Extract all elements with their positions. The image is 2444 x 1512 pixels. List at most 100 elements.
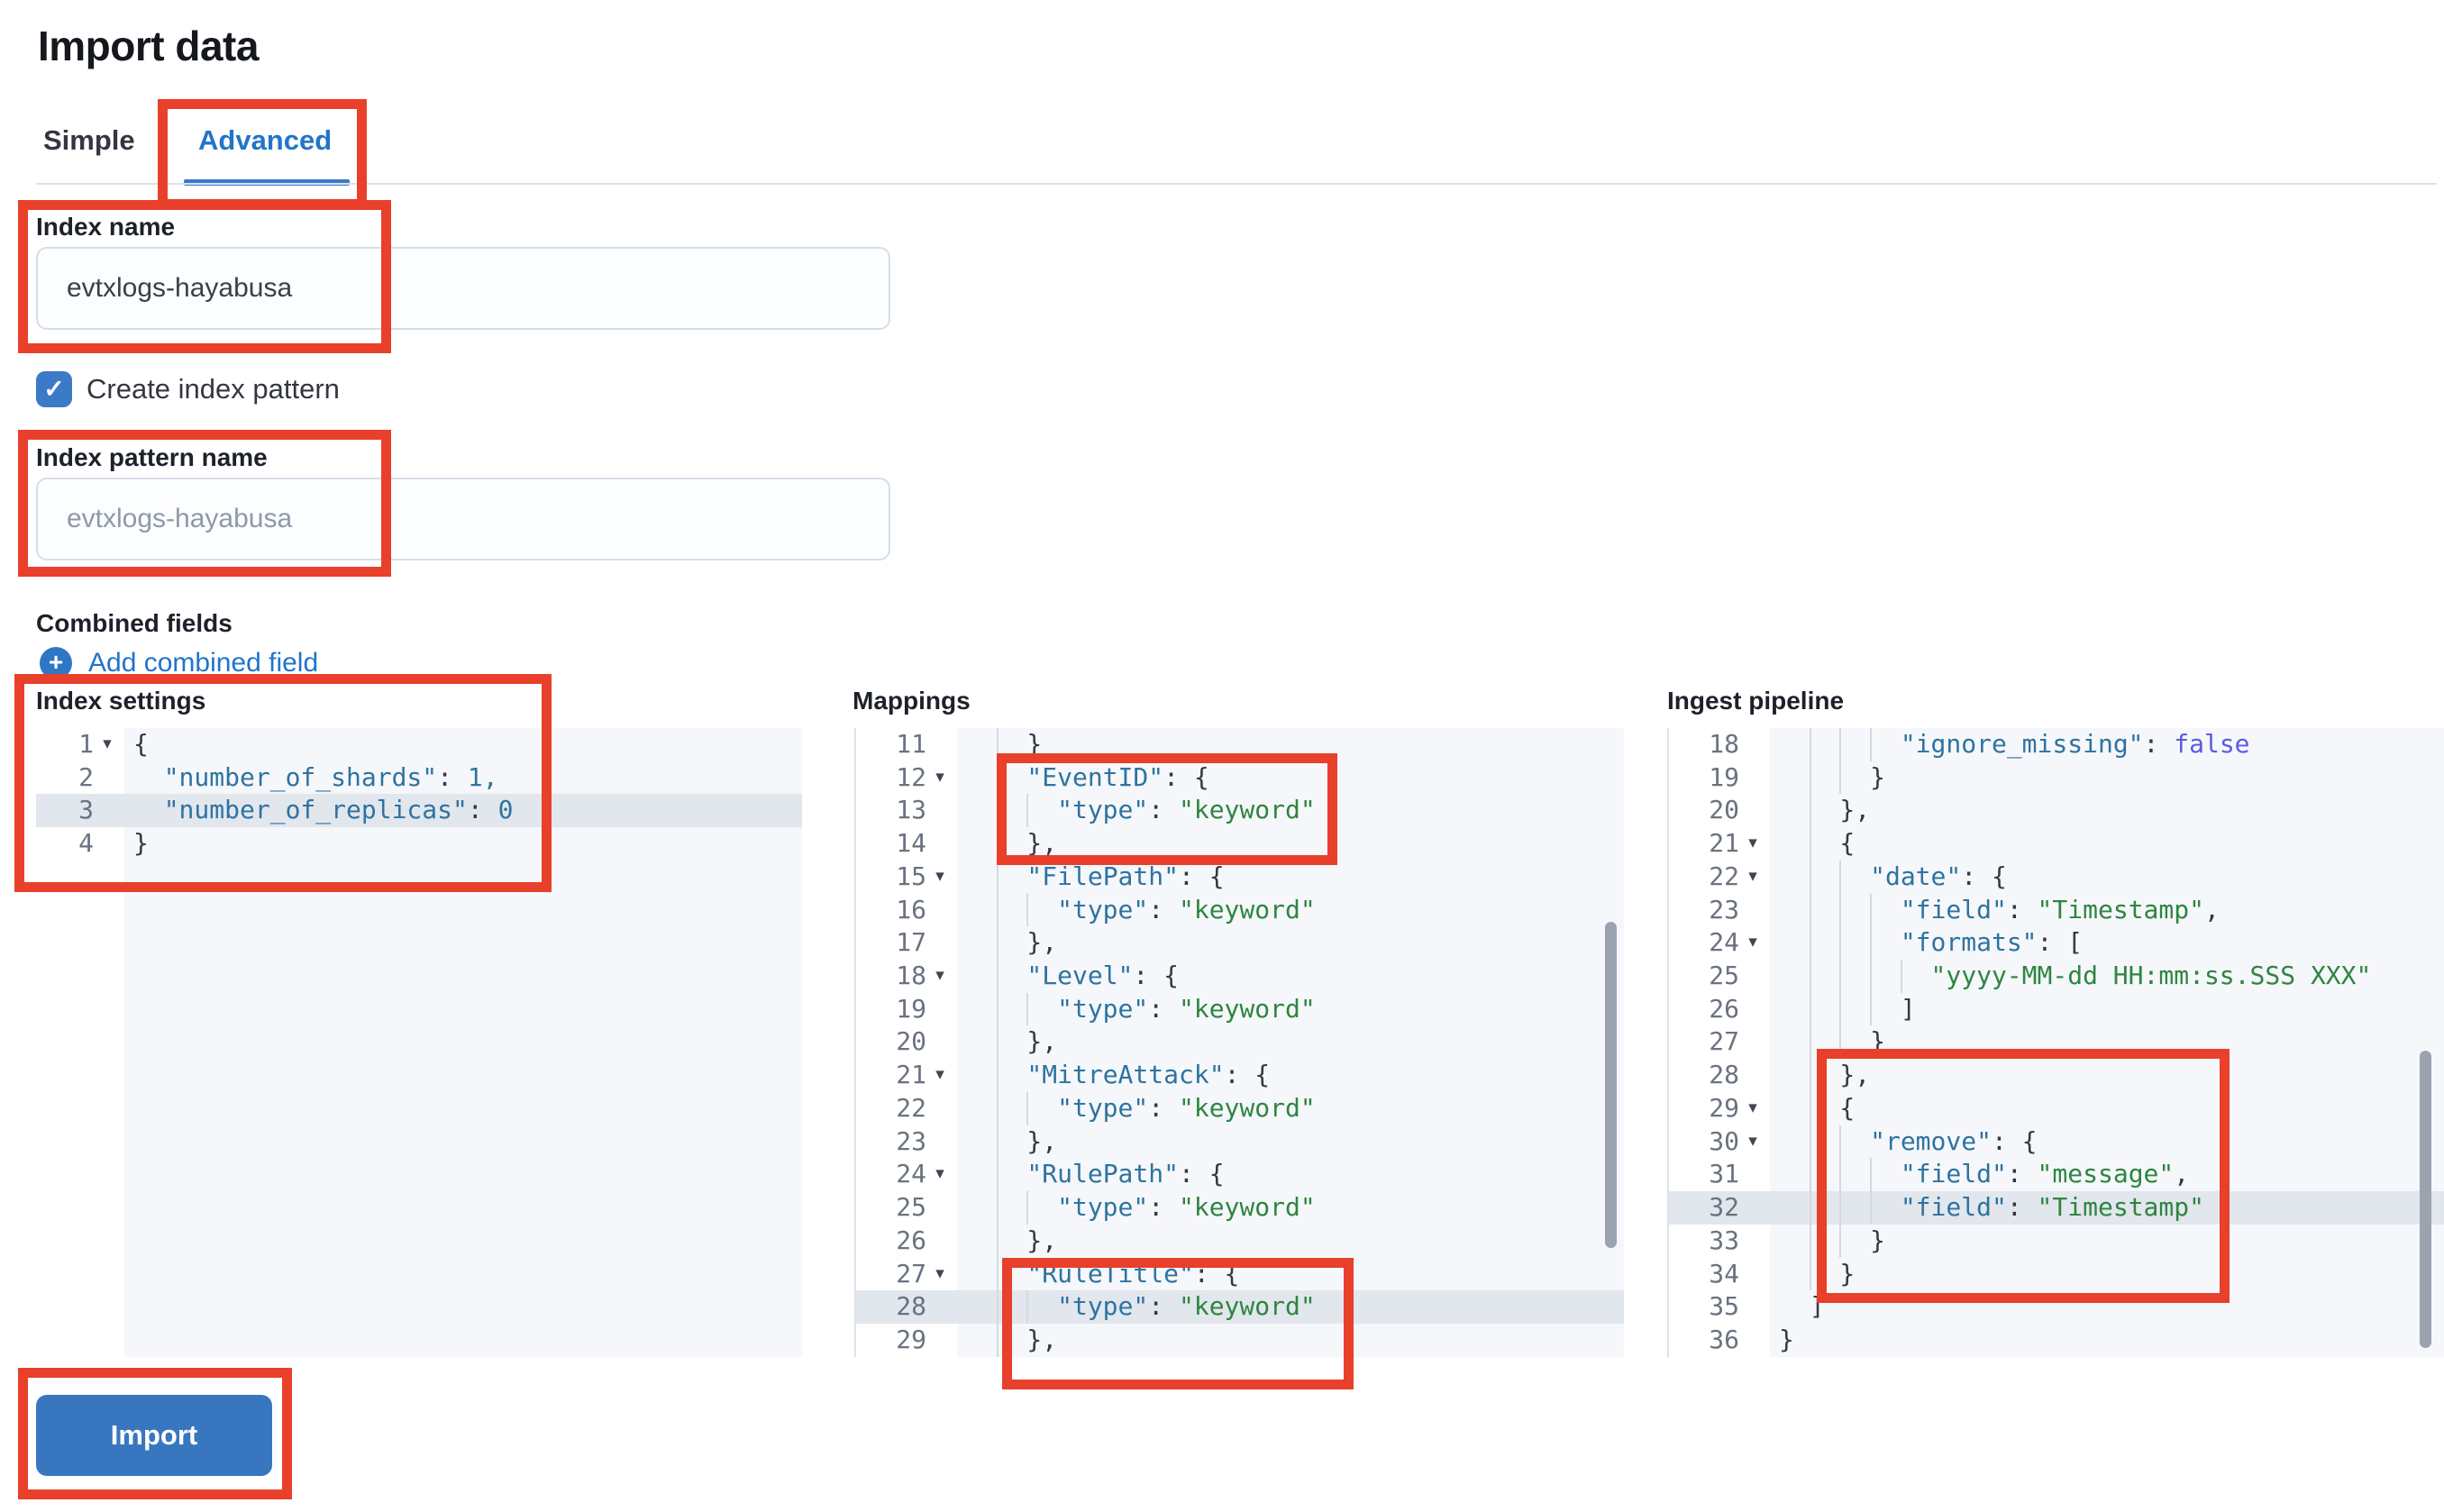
- editor-gutter: [1669, 728, 1770, 1357]
- line-number: 15: [896, 861, 926, 891]
- add-combined-field-link[interactable]: + Add combined field: [40, 647, 318, 679]
- index-pattern-name-label: Index pattern name: [36, 443, 268, 471]
- fold-arrow-slot: [94, 794, 121, 827]
- token: "number_of_shards": [163, 761, 438, 792]
- line-number: 25: [896, 1192, 926, 1223]
- line-number: 3: [78, 795, 94, 825]
- code-text: }: [1766, 1257, 2444, 1291]
- indent-guide: [1870, 1158, 1901, 1192]
- code-text: },: [953, 1125, 1624, 1159]
- token: "Level": [1026, 961, 1134, 991]
- index-settings-editor[interactable]: 1▾{2"number_of_shards": 1,3"number_of_re…: [36, 728, 802, 1357]
- ingest-pipeline-scrollbar[interactable]: [2420, 1051, 2431, 1348]
- token: ,: [2203, 894, 2220, 925]
- fold-arrow-slot: [926, 894, 953, 927]
- indent-guide: [1870, 926, 1901, 961]
- token: "field": [1900, 894, 2007, 925]
- fold-arrow-icon[interactable]: ▾: [935, 1065, 944, 1085]
- fold-arrow-icon[interactable]: ▾: [935, 866, 944, 886]
- indent-space: [1779, 861, 1810, 894]
- indent-guide: [996, 827, 1027, 861]
- fold-arrow-icon[interactable]: ▾: [1748, 933, 1757, 952]
- editor-code-area: [124, 728, 802, 1357]
- token: :: [1148, 1092, 1179, 1123]
- token: }: [133, 828, 149, 859]
- indent-guide: [1809, 1191, 1840, 1225]
- code-text: }: [1766, 761, 2444, 795]
- code-text: "type": "keyword": [953, 794, 1624, 828]
- indent-guide: [1026, 1091, 1057, 1125]
- code-text: }: [1766, 1324, 2444, 1357]
- line-number: 24: [896, 1159, 926, 1189]
- code-text: ]: [1766, 992, 2444, 1026]
- indent-guide: [996, 1125, 1027, 1159]
- code-line: 34}: [1669, 1257, 2444, 1291]
- indent-guide: [996, 1158, 1027, 1192]
- index-name-input[interactable]: [36, 247, 890, 330]
- token: "keyword": [1178, 993, 1316, 1024]
- fold-arrow-slot: [926, 1125, 953, 1159]
- token: :: [1148, 894, 1179, 925]
- fold-arrow-icon[interactable]: ▾: [1748, 1098, 1757, 1117]
- fold-arrow-icon[interactable]: ▾: [935, 1263, 944, 1283]
- indent-guide: [996, 1323, 1027, 1357]
- index-pattern-name-input[interactable]: [36, 478, 890, 560]
- code-line: 28},: [1669, 1059, 2444, 1092]
- indent-guide: [1839, 992, 1870, 1026]
- fold-arrow-slot: [1739, 1158, 1766, 1191]
- fold-arrow-slot: [1739, 1324, 1766, 1357]
- token: "field": [1900, 1159, 2007, 1189]
- import-button[interactable]: Import: [36, 1395, 272, 1476]
- indent-space: [1779, 1025, 1810, 1059]
- code-line: 25"yyyy-MM-dd HH:mm:ss.SSS XXX": [1669, 960, 2444, 993]
- code-line: 27}: [1669, 1025, 2444, 1060]
- fold-arrow-icon[interactable]: ▾: [103, 734, 112, 753]
- code-text: "formats": [: [1766, 926, 2444, 961]
- code-text: "type": "keyword": [953, 1191, 1624, 1225]
- fold-arrow-icon[interactable]: ▾: [1748, 833, 1757, 853]
- fold-arrow-icon[interactable]: ▾: [935, 966, 944, 986]
- code-text: },: [953, 1323, 1624, 1357]
- indent-space: [966, 1158, 997, 1191]
- fold-arrow-icon[interactable]: ▾: [935, 1164, 944, 1184]
- code-line: 32"field": "Timestamp": [1669, 1191, 2444, 1225]
- fold-arrow-slot: [926, 1324, 953, 1357]
- indent-guide: [1839, 926, 1870, 961]
- line-number: 16: [896, 894, 926, 925]
- token: "Timestamp": [2037, 1192, 2204, 1223]
- editor-gutter: [36, 728, 124, 1357]
- code-line: 21▾"MitreAttack": {: [856, 1059, 1624, 1092]
- tab-simple[interactable]: Simple: [43, 124, 135, 156]
- code-line: 23},: [856, 1125, 1624, 1159]
- fold-arrow-icon[interactable]: ▾: [935, 767, 944, 787]
- line-number: 24: [1709, 927, 1739, 958]
- mappings-scrollbar[interactable]: [1605, 922, 1617, 1248]
- token: "keyword": [1178, 1291, 1316, 1322]
- indent-guide: [1026, 1290, 1057, 1324]
- token: },: [1026, 1225, 1058, 1255]
- token: :: [2006, 894, 2038, 925]
- line-number: 32: [1709, 1192, 1739, 1223]
- line-number: 26: [1709, 993, 1739, 1024]
- line-number: 28: [1709, 1060, 1739, 1090]
- checkmark-icon: ✓: [43, 375, 65, 403]
- code-line: 26]: [1669, 992, 2444, 1026]
- indent-space: [966, 1225, 997, 1258]
- fold-arrow-slot: [1739, 1059, 1766, 1092]
- create-index-pattern-checkbox[interactable]: ✓: [36, 371, 72, 407]
- code-text: {: [1766, 827, 2444, 861]
- mappings-editor[interactable]: 11}12▾"EventID": {13"type": "keyword"14}…: [854, 728, 1624, 1357]
- tab-advanced[interactable]: Advanced: [198, 124, 333, 156]
- fold-arrow-icon[interactable]: ▾: [1748, 1131, 1757, 1151]
- token: : {: [1133, 961, 1179, 991]
- code-text: "type": "keyword": [953, 893, 1624, 927]
- plus-icon[interactable]: +: [40, 647, 72, 679]
- code-line: 25 "type": "keyword": [856, 1191, 1624, 1225]
- fold-arrow-icon[interactable]: ▾: [1748, 866, 1757, 886]
- token: "remove": [1870, 1125, 1992, 1156]
- indent-space: [133, 794, 164, 827]
- token: 0: [497, 795, 514, 825]
- indent-guide: [1839, 728, 1870, 761]
- fold-arrow-slot: [1739, 993, 1766, 1026]
